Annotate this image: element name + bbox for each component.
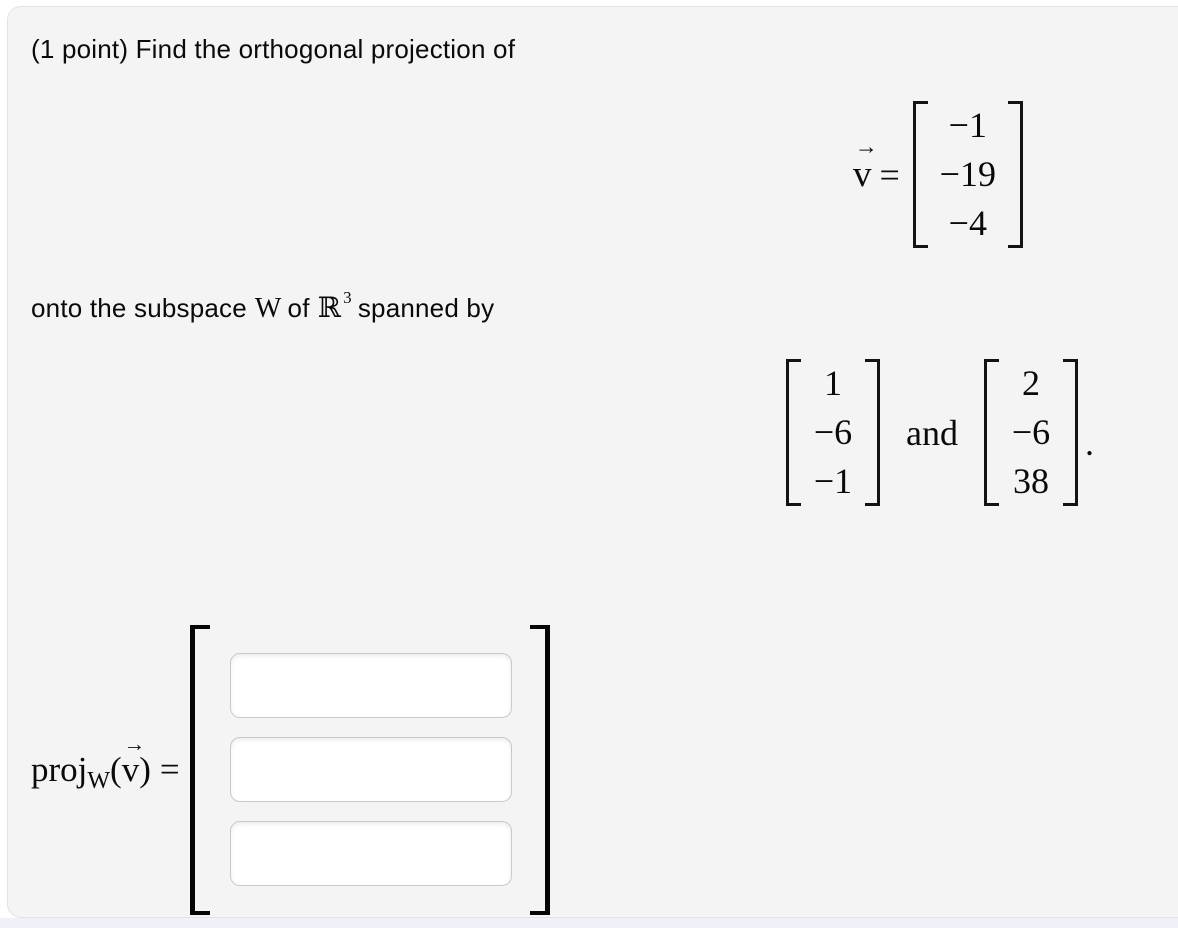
- matrix-bracket-left: [983, 359, 999, 506]
- matrix-bracket-right: [1062, 359, 1078, 506]
- vector-v-letter: v: [853, 154, 872, 195]
- vector-v-entries: −1 −19 −4: [928, 101, 1008, 248]
- problem-statement-line1: (1 point) Find the orthogonal projection…: [31, 34, 516, 64]
- equals-sign: =: [879, 154, 900, 195]
- vector-v-letter: v: [121, 749, 140, 789]
- projection-answer-input-row1[interactable]: [229, 653, 512, 718]
- vector-v-entry: −1: [948, 105, 987, 145]
- and-connector: and: [906, 412, 958, 453]
- matrix-bracket-left: [786, 359, 801, 506]
- sentence-period: .: [1084, 422, 1094, 463]
- matrix-bracket-left: [912, 101, 928, 248]
- vector-arrow-icon: →: [854, 134, 878, 160]
- span-vector-2-entry: −6: [1011, 412, 1051, 452]
- span-vector-2-matrix: 2 −6 38: [983, 359, 1078, 506]
- proj-text: proj: [31, 749, 88, 789]
- matrix-bracket-right: [1007, 101, 1023, 248]
- subspace-w-symbol: W: [254, 293, 282, 324]
- proj-subscript-w: W: [87, 767, 111, 794]
- span-vector-1-entries: 1 −6 −1: [801, 359, 865, 506]
- matrix-bracket-right: [865, 359, 880, 506]
- line2-part3: spanned by: [357, 293, 495, 323]
- projection-answer-input-row3[interactable]: [229, 821, 512, 886]
- spanning-vectors-row: 1 −6 −1 and 2 −6 38 .: [786, 359, 1094, 506]
- vector-v-symbol: →v: [853, 136, 878, 196]
- answer-bracket-right: [529, 624, 550, 915]
- span-vector-2-entries: 2 −6 38: [999, 359, 1063, 506]
- vector-v-matrix: −1 −19 −4: [912, 101, 1023, 248]
- problem-panel: (1 point) Find the orthogonal projection…: [7, 6, 1178, 918]
- span-vector-1-matrix: 1 −6 −1: [786, 359, 880, 506]
- vector-v-entry: −19: [939, 154, 996, 194]
- span-vector-1-entry: −1: [813, 461, 853, 501]
- answer-bracket-left: [189, 624, 210, 915]
- line2-part1: onto the subspace: [31, 293, 247, 323]
- line2-part2: of: [287, 293, 310, 323]
- page-bottom-strip: [0, 918, 1178, 928]
- projection-answer-input-row2[interactable]: [229, 737, 512, 802]
- span-vector-1-entry: −6: [813, 412, 853, 452]
- projection-label: projW(→v)=: [31, 733, 180, 792]
- answer-inputs-column: [229, 653, 512, 886]
- span-vector-2-entry: 2: [1021, 363, 1040, 403]
- equals-sign: =: [159, 749, 180, 789]
- real-numbers-symbol: ℝ: [317, 291, 342, 324]
- vector-arrow-icon: →: [123, 731, 146, 756]
- open-paren: (: [110, 749, 122, 789]
- span-vector-2-entry: 38: [1012, 461, 1049, 501]
- span-vector-1-entry: 1: [824, 363, 842, 403]
- vector-v-entry: −4: [948, 203, 987, 243]
- vector-v-symbol: →v: [121, 733, 145, 790]
- answer-row: projW(→v)=: [31, 624, 550, 915]
- close-paren: ): [139, 749, 151, 789]
- vector-v-equation: →v = −1 −19 −4: [853, 101, 1023, 248]
- r3-exponent: 3: [343, 288, 352, 307]
